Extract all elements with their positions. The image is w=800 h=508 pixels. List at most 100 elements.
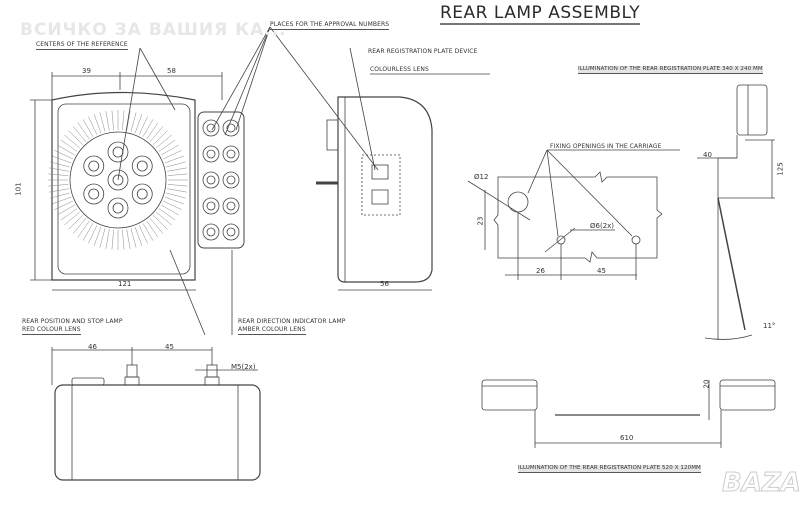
lens-rib [166, 161, 186, 168]
dim-d6: Ø6(2x) [590, 222, 615, 230]
red-led-core [136, 160, 148, 172]
bazar-logo: BAZAR [722, 468, 800, 499]
amber-led [202, 119, 220, 137]
lens-rib [57, 144, 75, 156]
amber-led-core [226, 227, 236, 237]
amber-led-core [206, 149, 216, 159]
red-led-core [136, 188, 148, 200]
amber-led-core [206, 201, 216, 211]
red-led-core [88, 188, 100, 200]
label-illumination-340: ILLUMINATION OF THE REAR REGISTRATION PL… [578, 66, 763, 74]
lens-rib [60, 139, 78, 152]
lens-rib [163, 200, 182, 210]
lens-rib [68, 215, 83, 230]
dim-40: 40 [703, 151, 712, 159]
amber-led [222, 171, 240, 189]
lens-rib [149, 126, 164, 142]
dim-d12: Ø12 [474, 173, 489, 181]
red-led-core [88, 160, 100, 172]
fixing-openings-drawing [467, 149, 680, 280]
lens-rib [167, 184, 188, 187]
lens-rib [126, 229, 131, 249]
dim-121: 121 [118, 280, 132, 288]
lens-rib [52, 155, 72, 164]
lens-rib [72, 218, 87, 234]
lens-rib [64, 211, 80, 226]
red-led-core [112, 174, 124, 186]
lens-rib [164, 196, 184, 205]
label-centers-reference: CENTERS OF THE REFERENCE [36, 41, 128, 50]
front-view-lamp [30, 26, 379, 336]
lens-rib [153, 130, 168, 145]
lens-rib [105, 111, 110, 131]
dim-46: 46 [88, 343, 97, 351]
lens-rib [48, 173, 69, 176]
dim-23: 23 [476, 216, 485, 226]
lens-rib [88, 116, 98, 135]
label-fixing-openings: FIXING OPENINGS IN THE CARRIAGE [550, 143, 662, 150]
amber-led-core [206, 227, 216, 237]
amber-led-core [226, 149, 236, 159]
mounting-bracket-profile [697, 84, 775, 340]
lens-rib [93, 114, 102, 134]
lens-rib [156, 211, 172, 226]
lens-rib [54, 150, 73, 160]
lens-rib [156, 134, 172, 149]
label-approval-numbers: PLACES FOR THE APPROVAL NUMBERS [270, 21, 390, 30]
label-amber-lens: AMBER COLOUR LENS [238, 326, 306, 335]
dim-56: 56 [380, 280, 389, 288]
lens-rib [167, 188, 187, 193]
drawing-title: REAR LAMP ASSEMBLY [440, 3, 641, 25]
lens-rib [138, 225, 148, 244]
amber-led-core [206, 123, 216, 133]
label-colourless-lens: COLOURLESS LENS [370, 66, 429, 73]
lens-rib [64, 134, 80, 149]
dim-39: 39 [82, 67, 91, 75]
lens-rib [153, 215, 168, 230]
lens-rib [52, 196, 72, 205]
dim-58: 58 [167, 67, 176, 75]
lens-rib [122, 110, 125, 131]
lens-rib [167, 173, 188, 176]
amber-led [202, 171, 220, 189]
lens-rib [126, 111, 131, 131]
dim-11-degrees: 11° [763, 322, 776, 330]
lens-rib [57, 204, 75, 216]
red-led [131, 183, 153, 205]
amber-led [222, 223, 240, 241]
label-direction-indicator: REAR DIRECTION INDICATOR LAMP [238, 318, 346, 325]
dim-m5: M5(2x) [231, 363, 256, 371]
side-view-lamp [316, 47, 490, 291]
lens-rib [60, 208, 78, 221]
lens-rib [105, 229, 110, 249]
lens-rib [82, 223, 94, 241]
label-plate-device: REAR REGISTRATION PLATE DEVICE [368, 48, 478, 55]
amber-led [202, 197, 220, 215]
red-led [107, 141, 129, 163]
lens-rib [161, 204, 179, 216]
lens-rib [134, 114, 143, 134]
amber-led-core [226, 175, 236, 185]
red-led [83, 155, 105, 177]
lens-rib [77, 122, 90, 140]
lens-rib [163, 150, 182, 160]
dim-45-fixing: 45 [597, 267, 606, 275]
amber-led [222, 145, 240, 163]
dim-101: 101 [14, 182, 23, 196]
lens-rib [68, 130, 83, 145]
red-led [83, 183, 105, 205]
lens-rib [142, 223, 154, 241]
amber-led [202, 145, 220, 163]
lens-rib [158, 139, 176, 152]
label-position-stop-lamp: REAR POSITION AND STOP LAMP [22, 318, 123, 325]
amber-led [202, 223, 220, 241]
lens-rib [49, 167, 69, 172]
lens-rib [93, 226, 102, 246]
lens-rib [48, 184, 69, 187]
lens-rib [146, 122, 159, 140]
red-led [107, 197, 129, 219]
lens-rib [50, 192, 70, 199]
red-led [107, 169, 129, 191]
